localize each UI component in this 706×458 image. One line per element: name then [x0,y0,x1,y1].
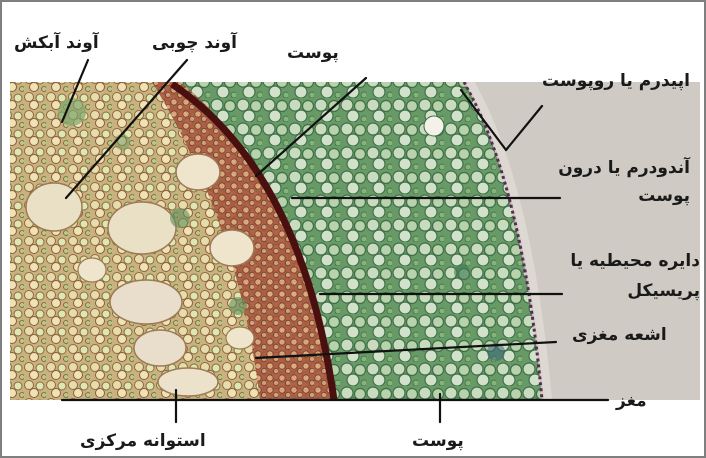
label-pericycle: دایره محیطیه یا پریسیکل [550,246,700,306]
label-pith: مغز [616,390,647,412]
label-epidermis: اپیدرم یا روپوست [542,70,690,92]
label-endodermis: آندودرم یا درون پوست [548,154,690,210]
label-vascular-cylinder: استوانه مرکزی [80,430,206,452]
label-medullary-rays: اشعه مغزی [572,324,667,346]
label-cortex-bottom: پوست [412,430,464,452]
label-xylem: آوند چوبی [152,32,237,54]
label-phloem: آوند آبکش [14,32,99,54]
label-cortex-top: پوست [287,42,339,64]
